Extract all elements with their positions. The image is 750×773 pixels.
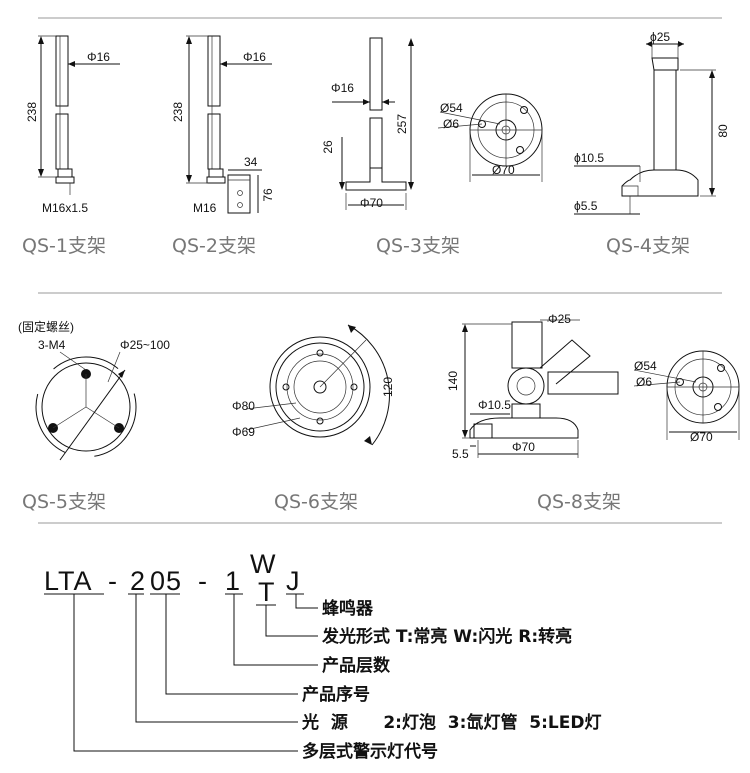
code-dash-1: - [108, 566, 118, 596]
qs8-d70: Φ70 [512, 440, 535, 454]
qs4-bottom: ϕ5.5 [574, 199, 598, 213]
caption-qs5: QS-5支架 [22, 491, 106, 513]
legend-light-source: 光 源 2:灯泡 3:氙灯管 5:LED灯 [301, 712, 601, 733]
caption-qs4: QS-4支架 [606, 235, 690, 257]
code-light-source: 2 [130, 566, 146, 596]
qs3-diameter: Φ16 [331, 81, 354, 95]
code-flash: W [250, 549, 276, 579]
qs3-height-total: 257 [395, 114, 409, 134]
qs3-base: Φ70 [360, 196, 383, 210]
qs4-drawing: ϕ25 80 ϕ10.5 ϕ5.5 [574, 30, 730, 215]
qs5-screws: 3-M4 [38, 338, 66, 352]
qs8-drawing: Φ25 140 Φ10.5 5.5 Φ70 Ø54 Ø6 Ø70 [446, 312, 740, 461]
qs1-thread: M16x1.5 [42, 201, 88, 215]
qs6-d80: Φ80 [232, 399, 255, 413]
qs3-bolt-circle: Ø54 [440, 101, 463, 115]
qs2-drawing: Φ16 238 34 76 M16 [171, 35, 275, 215]
code-series: LTA [44, 566, 93, 596]
qs2-diameter: Φ16 [243, 50, 266, 64]
qs2-width: 34 [244, 155, 258, 169]
caption-qs8: QS-8支架 [537, 491, 621, 513]
qs8-d105: Φ10.5 [478, 398, 511, 412]
qs5-range: Φ25~100 [120, 338, 170, 352]
qs2-height: 238 [171, 102, 185, 122]
caption-qs3: QS-3支架 [376, 235, 460, 257]
qs8-bolt-circle: Ø54 [634, 359, 657, 373]
qs1-diameter: Φ16 [87, 50, 110, 64]
qs3-height-short: 26 [321, 140, 335, 154]
caption-qs1: QS-1支架 [22, 235, 106, 257]
qs8-top: Φ25 [548, 312, 571, 326]
qs8-height: 140 [446, 371, 460, 391]
qs2-thread: M16 [193, 201, 217, 215]
qs8-outer: Ø70 [690, 430, 713, 444]
qs1-height: 238 [25, 102, 39, 122]
qs2-bracket-height: 76 [261, 188, 275, 202]
qs3-outer: Ø70 [492, 163, 515, 177]
code-serial: 05 [150, 566, 182, 596]
qs6-drawing: Φ80 Φ69 120 [232, 324, 395, 446]
qs5-drawing: (固定螺丝) 3-M4 Φ25~100 [18, 319, 170, 461]
qs4-mid: ϕ10.5 [574, 151, 604, 165]
qs8-hole: Ø6 [636, 375, 652, 389]
legend-layers: 产品层数 [322, 655, 391, 676]
qs1-drawing: Φ16 238 M16x1.5 [25, 35, 120, 215]
model-code: LTA - 2 05 - 1 W T J 蜂鸣器 发光形式 T:常亮 W:闪光 … [44, 549, 601, 762]
legend-flash-mode: 发光形式 T:常亮 W:闪光 R:转亮 [321, 626, 572, 647]
code-steady: T [258, 577, 276, 607]
qs3-drawing: Φ16 26 257 Φ70 Ø54 Ø6 Ø70 [321, 37, 543, 210]
caption-qs2: QS-2支架 [172, 235, 256, 257]
legend-serial: 产品序号 [302, 684, 370, 705]
qs6-height: 120 [381, 377, 395, 397]
legend-series: 多层式警示灯代号 [302, 741, 438, 762]
qs6-d69: Φ69 [232, 425, 255, 439]
qs3-hole: Ø6 [443, 117, 459, 131]
qs4-height: 80 [716, 124, 730, 138]
caption-qs6: QS-6支架 [274, 491, 358, 513]
qs8-d55: 5.5 [452, 447, 469, 461]
qs5-note: (固定螺丝) [18, 319, 74, 334]
legend-buzzer: 蜂鸣器 [322, 598, 374, 619]
qs4-top: ϕ25 [650, 30, 670, 44]
code-layers: 1 [225, 566, 241, 596]
code-buzzer: J [286, 566, 301, 596]
code-dash-2: - [198, 566, 208, 596]
